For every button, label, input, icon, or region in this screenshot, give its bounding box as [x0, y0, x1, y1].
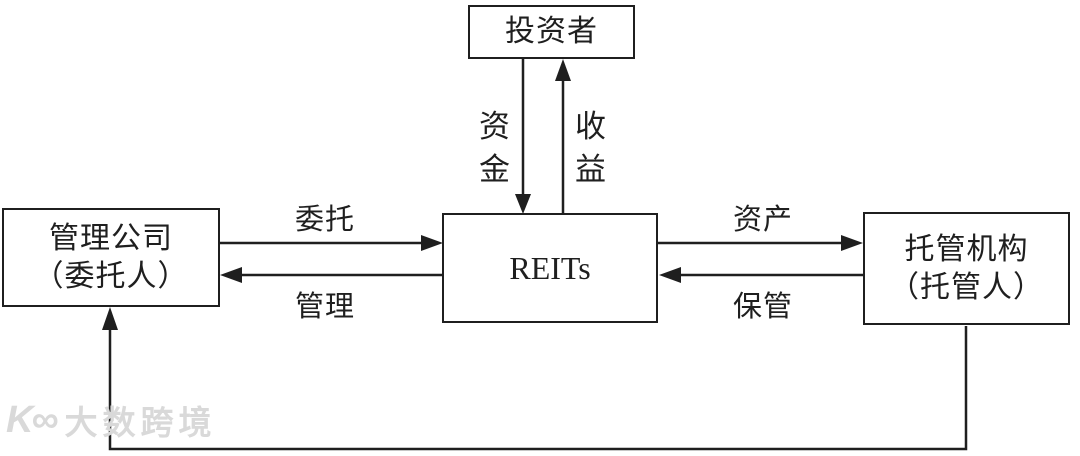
investor-node: 投资者	[468, 5, 635, 59]
custody-edge-label: 保管	[733, 291, 794, 323]
returns-arrow	[555, 59, 571, 214]
custodian-node: 托管机构 （托管人）	[863, 212, 1070, 325]
manage-arrow	[220, 267, 443, 283]
manager-label-line1: 管理公司	[49, 221, 173, 255]
custodian-label-line1: 托管机构	[904, 232, 1029, 266]
funds-arrow	[515, 58, 531, 214]
returns-edge-label: 收益	[575, 109, 607, 187]
entrust-edge-label: 委托	[295, 204, 356, 236]
entrust-arrow	[220, 235, 443, 251]
watermark-text: 大数跨境	[64, 404, 217, 441]
assets-edge-label: 资产	[733, 204, 794, 236]
manager-label-line2: （委托人）	[33, 259, 189, 293]
manage-edge-label: 管理	[295, 291, 356, 323]
reits-node: REITs	[442, 213, 658, 323]
watermark: K∞ 大数跨境	[6, 396, 217, 444]
custody-arrow	[659, 267, 864, 283]
watermark-logo-icon: K∞	[6, 398, 59, 441]
custodian-label-line2: （托管人）	[889, 270, 1044, 304]
manager-node: 管理公司 （委托人）	[2, 208, 220, 307]
reits-label: REITs	[509, 250, 591, 286]
investor-label: 投资者	[505, 15, 598, 48]
assets-arrow	[658, 235, 863, 251]
feedback-loop-arrow	[102, 307, 968, 451]
funds-edge-label: 资金	[479, 109, 511, 187]
